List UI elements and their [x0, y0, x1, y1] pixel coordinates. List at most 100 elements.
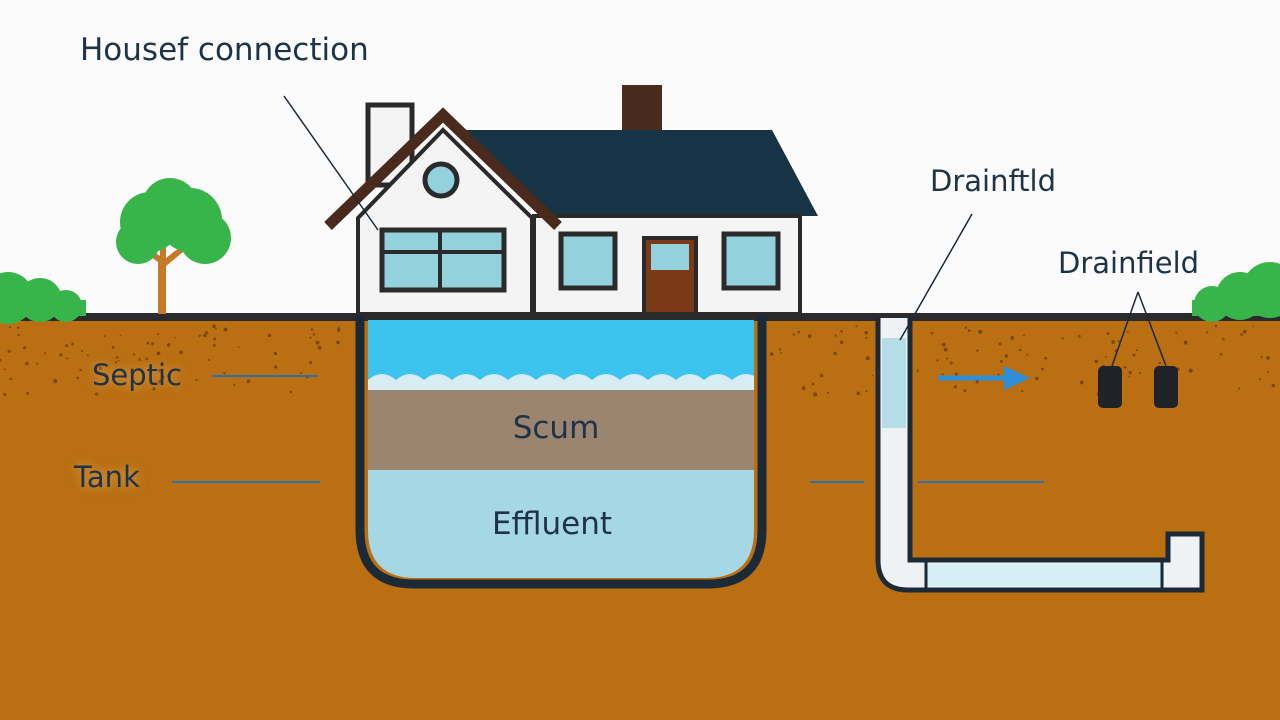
soil-speckle	[207, 358, 210, 361]
soil-speckle	[936, 359, 939, 362]
label-effluent: Effluent	[491, 506, 613, 542]
label-lines	[172, 375, 1044, 483]
soil-speckle	[792, 333, 796, 336]
window	[558, 231, 618, 291]
soil-speckle	[133, 353, 136, 356]
soil-speckle	[66, 357, 69, 360]
soil-speckle	[158, 379, 163, 384]
soil-speckle	[215, 327, 217, 330]
soil-speckle	[1026, 353, 1029, 356]
soil-speckle	[233, 383, 236, 386]
drainfield-blocks	[1098, 366, 1178, 408]
soil-speckle	[1117, 340, 1120, 343]
soil-speckle	[273, 351, 277, 356]
soil-speckle	[1252, 325, 1254, 328]
soil-speckle	[807, 334, 812, 339]
soil-speckle	[98, 366, 103, 371]
soil-speckle	[871, 374, 874, 377]
roof	[458, 130, 818, 216]
soil-speckle	[1188, 368, 1193, 373]
soil-speckle	[819, 373, 824, 378]
soil-speckle	[138, 358, 141, 361]
bush-icon	[0, 272, 86, 324]
tree-icon	[116, 178, 231, 314]
window	[721, 231, 781, 291]
soil-speckle	[930, 331, 934, 335]
soil-speckle	[119, 334, 122, 337]
soil-speckle	[826, 391, 830, 395]
soil-speckle	[1004, 354, 1008, 358]
chimney-right	[622, 85, 662, 133]
soil-speckle	[111, 346, 115, 349]
soil-speckle	[1123, 366, 1127, 369]
soil-speckle	[158, 369, 162, 373]
soil-speckle	[315, 340, 320, 345]
soil-speckle	[7, 349, 11, 353]
label-tank: Tank	[74, 460, 140, 494]
attic-window	[422, 161, 460, 199]
soil-speckle	[336, 340, 340, 345]
soil-speckle	[86, 354, 89, 357]
soil-speckle	[946, 357, 949, 360]
soil-speckle	[124, 376, 127, 379]
soil-speckle	[1000, 359, 1003, 363]
soil-speckle	[1222, 337, 1225, 341]
soil-speckle	[36, 362, 39, 365]
label-house-connection: Housef connection	[80, 32, 369, 68]
gable-roof-edge	[324, 107, 562, 230]
soil-speckle	[1175, 331, 1178, 334]
soil-speckle	[941, 342, 946, 347]
soil-speckle	[223, 327, 228, 332]
flow-arrow-icon	[938, 366, 1030, 390]
soil-speckle	[916, 369, 919, 372]
soil-speckle	[949, 361, 953, 365]
soil-speckle	[780, 352, 782, 354]
soil-speckle	[1021, 390, 1024, 393]
soil-speckle	[167, 343, 171, 347]
soil-speckle	[3, 368, 6, 371]
soil-speckle	[1183, 340, 1188, 345]
soil-speckle	[0, 358, 2, 362]
soil-speckle	[80, 349, 84, 352]
soil-speckle	[1158, 361, 1162, 365]
soil-speckle	[205, 331, 209, 335]
soil-speckle	[801, 386, 806, 390]
soil-speckle	[267, 333, 272, 338]
soil-speckle	[53, 379, 58, 384]
soil-speckle	[198, 334, 201, 337]
soil-speckle	[114, 361, 117, 364]
leader-lines	[283, 95, 1167, 367]
soil-speckle	[174, 336, 176, 339]
soil-speckle	[1240, 333, 1243, 336]
soil-speckle	[44, 352, 46, 355]
soil-speckle	[9, 377, 13, 381]
soil-speckle	[309, 336, 312, 339]
soil-speckle	[954, 372, 958, 376]
soil-speckle	[833, 351, 837, 356]
soil-speckle	[1128, 371, 1132, 375]
soil-speckle	[8, 326, 11, 329]
soil-speckle	[1104, 356, 1107, 358]
soil-speckle	[998, 342, 1002, 346]
soil-speckle	[317, 345, 322, 350]
soil-speckle	[1035, 376, 1039, 381]
soil-speckle	[963, 389, 967, 393]
soil-speckle	[1266, 356, 1270, 360]
soil-speckle	[797, 330, 800, 334]
tank-outline	[355, 316, 767, 589]
soil-speckle	[115, 356, 119, 359]
soil-speckle	[865, 356, 870, 361]
soil-speckle	[3, 393, 7, 396]
soil-speckle	[23, 346, 27, 350]
soil-speckle	[79, 368, 82, 372]
soil-speckle	[1077, 334, 1081, 338]
soil-speckle	[943, 347, 948, 352]
soil-speckle	[71, 342, 75, 346]
soil-speckle	[337, 328, 341, 332]
soil-speckle	[151, 342, 154, 346]
soil-speckle	[156, 351, 161, 356]
label-scum: Scum	[512, 410, 600, 446]
soil-speckle	[179, 350, 184, 355]
soil-speckle	[299, 372, 302, 374]
